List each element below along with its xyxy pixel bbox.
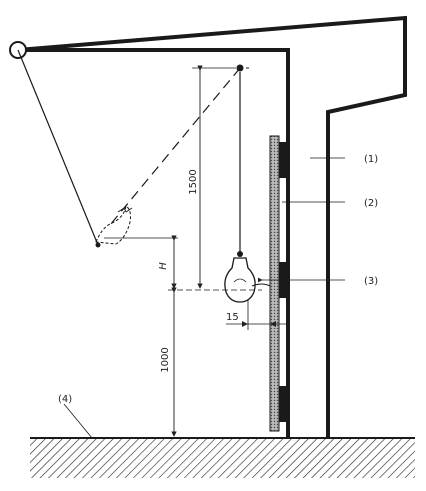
- lamp-cap: [237, 251, 243, 257]
- dim-15-arrow-right: [270, 321, 276, 327]
- lamp-filament: [233, 278, 247, 283]
- dim-15-arrow-left: [242, 321, 248, 327]
- board-panel: [269, 135, 280, 432]
- lowered-lamp-filament: [117, 207, 133, 213]
- dim-1500-label: 1500: [188, 169, 199, 194]
- swing-path-dashed: [109, 67, 241, 226]
- lowered-lamp-tip: [95, 242, 101, 248]
- lowered-lamp-icon: [95, 205, 131, 245]
- callout-4-leader: [63, 403, 93, 439]
- board-bracket-bottom: [279, 386, 287, 422]
- hanging-lamp-icon: [224, 257, 256, 303]
- dim-h-label: H: [158, 262, 169, 270]
- callout-4: (4): [58, 394, 72, 405]
- callout-2: (2): [364, 198, 378, 209]
- board-bracket-top: [279, 142, 287, 178]
- dim-1000-label: 1000: [160, 347, 171, 372]
- callout-3: (3): [364, 276, 378, 287]
- canopy-outer-outline: [17, 15, 407, 438]
- suspension-rope: [17, 49, 99, 246]
- hook-icon: [236, 64, 244, 72]
- ground-hatch: [30, 438, 415, 478]
- callout-1: (1): [364, 154, 378, 165]
- canopy-inner-outline: [18, 48, 290, 438]
- lamp-hook-arm: [251, 283, 271, 287]
- dim-15-label: 15: [226, 312, 239, 323]
